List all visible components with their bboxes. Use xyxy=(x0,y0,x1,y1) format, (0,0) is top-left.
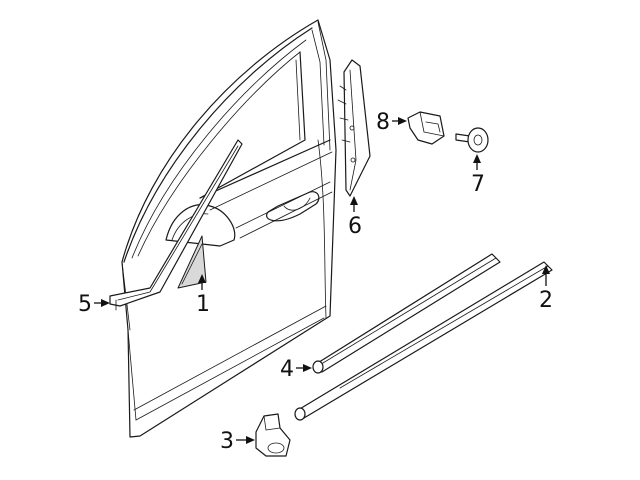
svg-text:6: 6 xyxy=(348,214,362,239)
callout-5: 5 xyxy=(78,292,110,317)
svg-text:3: 3 xyxy=(220,429,234,454)
callout-6: 6 xyxy=(348,196,362,239)
callout-1: 1 xyxy=(196,274,210,317)
part-6-pillar-applique xyxy=(337,59,371,197)
callout-4: 4 xyxy=(280,357,312,382)
svg-text:2: 2 xyxy=(539,288,553,313)
svg-text:1: 1 xyxy=(196,292,210,317)
svg-text:8: 8 xyxy=(376,110,390,135)
callout-8: 8 xyxy=(376,110,407,135)
door-body xyxy=(121,19,337,438)
part-2-lower-molding xyxy=(294,261,553,421)
callout-3: 3 xyxy=(220,429,255,454)
svg-text:5: 5 xyxy=(78,292,92,317)
part-5-pillar-molding xyxy=(109,139,243,311)
part-1-mirror-trim xyxy=(177,235,207,289)
svg-text:4: 4 xyxy=(280,357,294,382)
part-4-upper-molding xyxy=(312,253,501,374)
callout-7: 7 xyxy=(471,154,485,197)
part-8-clip xyxy=(407,111,445,145)
part-3-end-cap xyxy=(255,413,291,457)
part-7-screw xyxy=(455,127,489,153)
callout-2: 2 xyxy=(539,265,553,313)
svg-text:7: 7 xyxy=(471,172,485,197)
